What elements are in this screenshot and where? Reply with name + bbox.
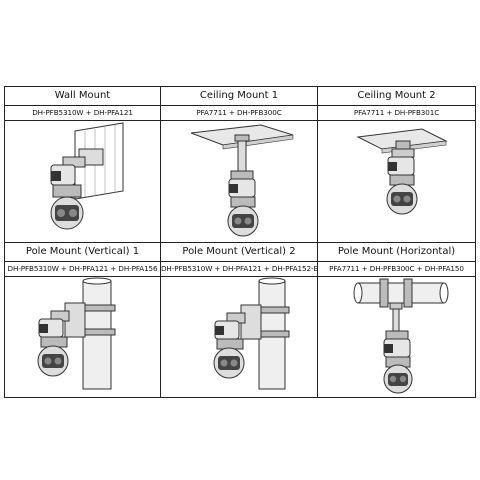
mount-title: Wall Mount [5,87,160,106]
wall-mount-illustration [5,121,160,242]
mount-cell-pole-vertical-2: Pole Mount (Vertical) 2 DH-PFB5310W + DH… [161,243,318,397]
mount-models: DH-PFB5310W + DH-PFA121 + DH-PFA156 [5,262,160,277]
mount-title: Pole Mount (Vertical) 1 [5,243,160,262]
mount-models: PFA7711 + DH-PFB300C [161,106,317,121]
pole-horizontal-illustration [318,277,475,397]
mount-title: Ceiling Mount 2 [318,87,475,106]
mount-title: Ceiling Mount 1 [161,87,317,106]
mount-title: Pole Mount (Horizontal) [318,243,475,262]
mount-options-table: Wall Mount DH-PFB5310W + DH-PFA121 [4,86,476,398]
mount-title: Pole Mount (Vertical) 2 [161,243,317,262]
mount-cell-pole-horizontal: Pole Mount (Horizontal) PFA7711 + DH-PFB… [318,243,475,397]
pole-vertical-1-illustration [5,277,160,397]
mount-cell-pole-vertical-1: Pole Mount (Vertical) 1 DH-PFB5310W + DH… [5,243,161,397]
pole-vertical-2-illustration [161,277,317,397]
mount-models: PFA7711 + DH-PFB300C + DH-PFA150 [318,262,475,277]
mount-cell-wall: Wall Mount DH-PFB5310W + DH-PFA121 [5,87,161,243]
mount-models: DH-PFB5310W + DH-PFA121 + DH-PFA152-E [161,262,317,277]
ceiling-mount-2-illustration [318,121,475,242]
mount-models: PFA7711 + DH-PFB301C [318,106,475,121]
mount-models: DH-PFB5310W + DH-PFA121 [5,106,160,121]
ceiling-mount-1-illustration [161,121,317,242]
mount-cell-ceiling-1: Ceiling Mount 1 PFA7711 + DH-PFB300C [161,87,318,243]
mount-cell-ceiling-2: Ceiling Mount 2 PFA7711 + DH-PFB301C [318,87,475,243]
